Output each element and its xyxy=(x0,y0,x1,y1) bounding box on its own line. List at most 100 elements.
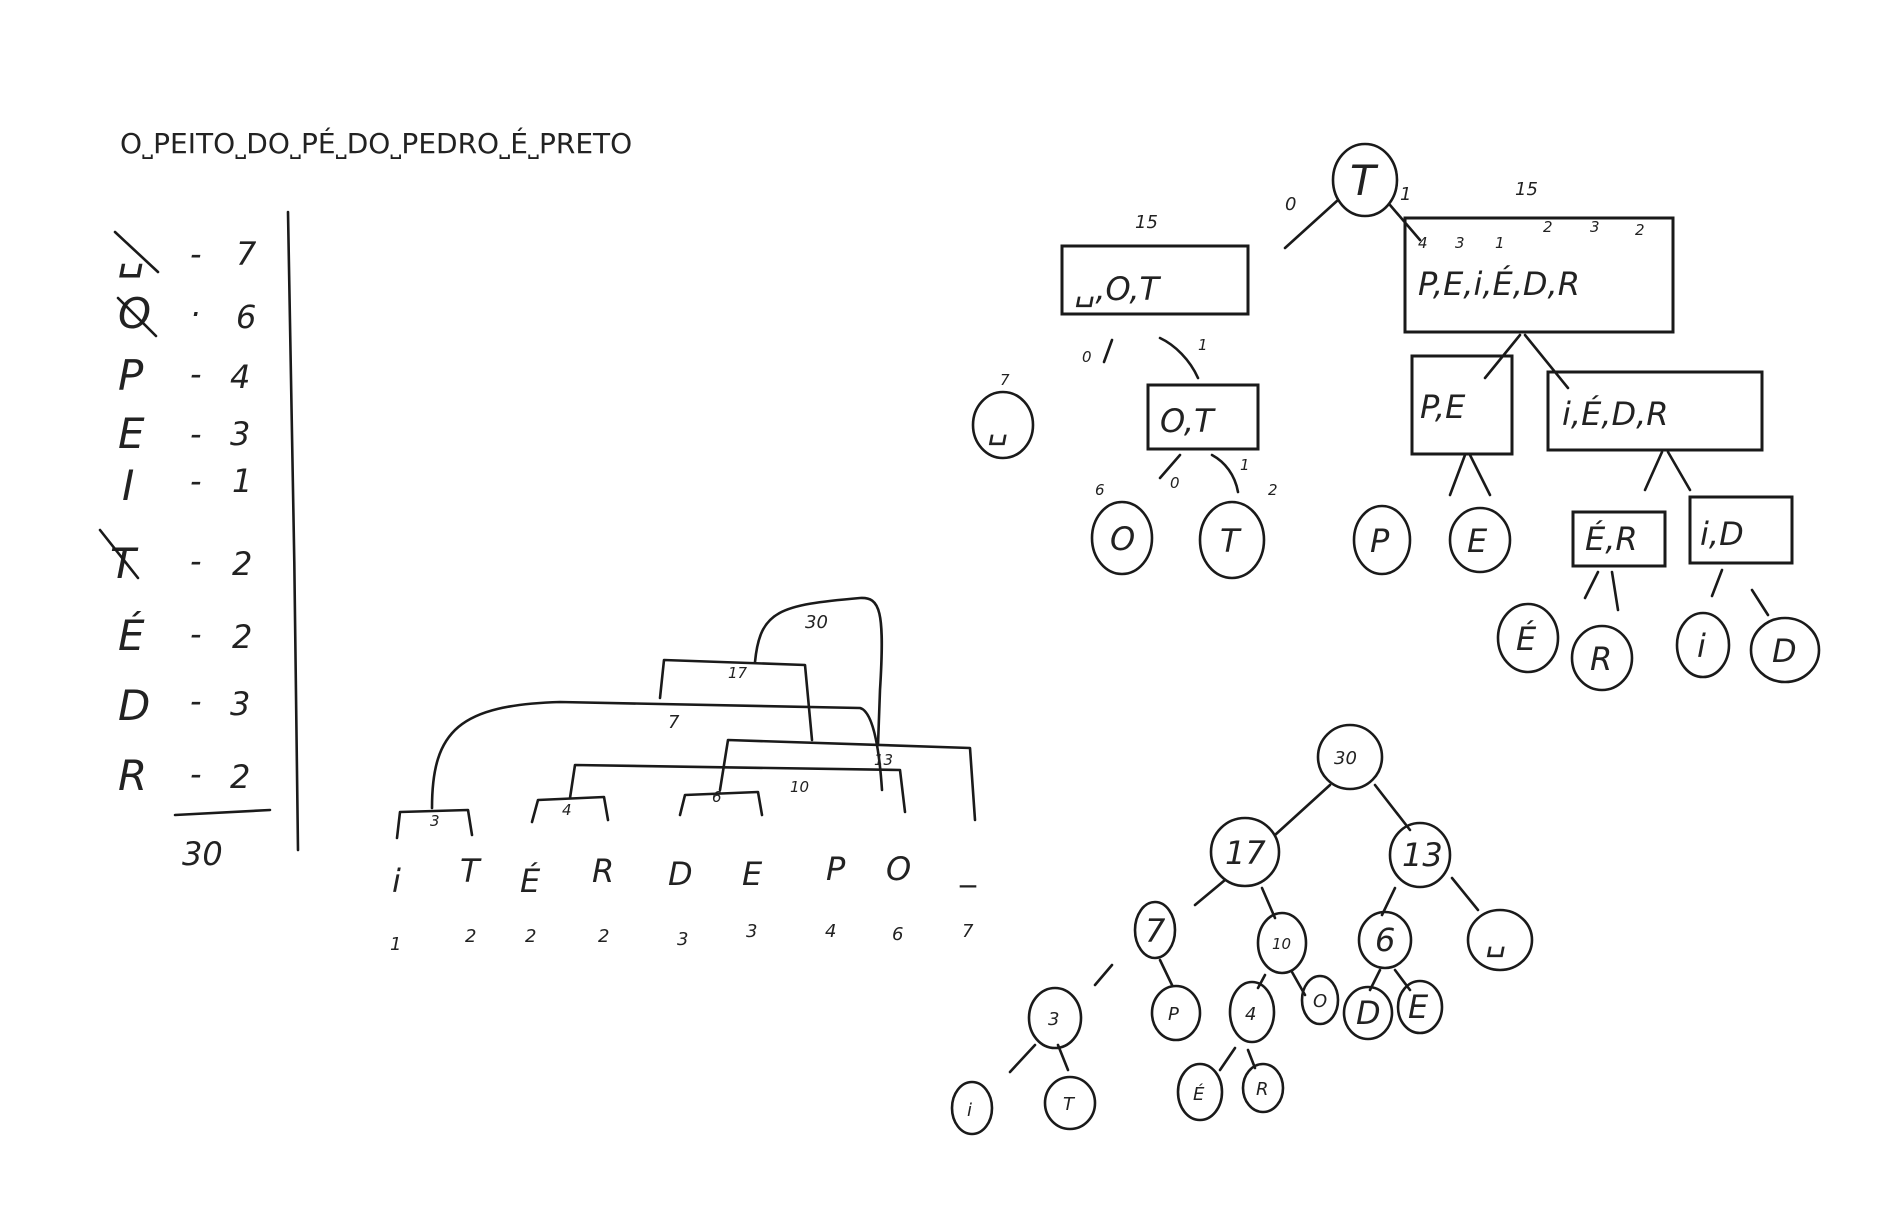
svg-text:-: - xyxy=(190,755,202,793)
huffman-node-label: 30 xyxy=(1334,748,1357,769)
box-weight: 3 xyxy=(1590,218,1600,236)
freq-symbol-r: R xyxy=(118,751,147,800)
edge xyxy=(1380,886,1397,917)
edge xyxy=(1246,1048,1257,1070)
sorted-symbol: O xyxy=(886,850,911,888)
split-box xyxy=(1060,244,1250,316)
huffman-node xyxy=(1342,985,1394,1041)
huffman-node-label: i xyxy=(967,1100,972,1121)
freq-count-r: 2 xyxy=(230,758,250,796)
huffman-node xyxy=(1357,910,1413,970)
split-box xyxy=(1546,370,1764,452)
edge xyxy=(1450,876,1480,912)
huffman-node-label: 13 xyxy=(1402,836,1443,874)
huffman-node xyxy=(1300,974,1340,1026)
svg-text:-: - xyxy=(190,415,202,453)
sorted-symbol: i xyxy=(392,862,401,900)
split-box xyxy=(1146,383,1260,451)
split-leaf-label: D xyxy=(1772,632,1797,670)
sorted-count: 1 xyxy=(390,934,401,955)
edge-label: 0 xyxy=(1285,194,1296,215)
sorted-count: 6 xyxy=(892,924,903,945)
freq-count-p: 4 xyxy=(230,358,250,396)
sorted-count: 2 xyxy=(598,926,609,947)
split-leaf-node xyxy=(1198,500,1266,580)
edge xyxy=(1468,453,1492,497)
freq-count-eacute: 2 xyxy=(232,618,252,656)
edge xyxy=(1102,338,1114,364)
edge xyxy=(1056,1043,1070,1072)
merge-label: 13 xyxy=(874,751,893,769)
split-leaf-label: E xyxy=(1467,522,1488,560)
svg-text:-: - xyxy=(190,682,202,720)
svg-text:-: - xyxy=(190,462,202,500)
svg-text:·: · xyxy=(190,295,200,333)
split-leaf-label: ␣ xyxy=(988,408,1008,446)
huffman-node-label: 3 xyxy=(1048,1009,1059,1030)
freq-count-i: 1 xyxy=(232,462,252,500)
table-divider xyxy=(286,210,300,852)
split-root-node xyxy=(1331,142,1399,218)
huffman-node-label: 6 xyxy=(1375,921,1395,959)
box-weight: 2 xyxy=(1635,221,1645,239)
edge-label: 1 xyxy=(1240,456,1250,474)
huffman-node-label: O xyxy=(1313,991,1327,1012)
edge xyxy=(1666,450,1692,492)
edge xyxy=(1283,198,1340,250)
huffman-node xyxy=(1466,908,1534,972)
sorted-symbol: _ xyxy=(959,850,977,888)
split-leaf-label: É xyxy=(1516,620,1537,658)
merge-bracket xyxy=(658,658,814,742)
merge-bracket xyxy=(753,596,884,747)
huffman-node-label: T xyxy=(1063,1094,1076,1115)
split-leaf-node xyxy=(1352,504,1412,576)
split-box xyxy=(1688,495,1794,565)
huffman-node xyxy=(1027,986,1083,1050)
huffman-node-label: ␣ xyxy=(1486,920,1506,958)
edge-label: 1 xyxy=(1400,184,1411,205)
edge xyxy=(1158,336,1200,380)
merge-label: 30 xyxy=(805,612,828,633)
split-leaf-node xyxy=(1090,500,1154,576)
edge xyxy=(1273,783,1332,837)
edge xyxy=(1093,963,1114,987)
huffman-node xyxy=(1176,1062,1224,1122)
merge-label: 17 xyxy=(728,664,748,682)
split-box xyxy=(1403,216,1675,334)
edge xyxy=(1373,783,1412,832)
merge-label: 10 xyxy=(790,778,809,796)
sorted-symbols: i T É R D E P O _ 1 2 2 2 3 3 4 6 7 3 4 … xyxy=(390,596,977,955)
huffman-node xyxy=(1388,821,1452,889)
split-leaf-node xyxy=(1496,602,1560,674)
merge-bracket xyxy=(678,790,764,817)
box-weight: 2 xyxy=(1543,218,1553,236)
split-leaf-label: P xyxy=(1370,522,1390,560)
merge-bracket xyxy=(718,738,977,822)
sorted-count: 2 xyxy=(525,926,536,947)
freq-symbol-space: ␣ xyxy=(118,229,145,278)
freq-count-d: 3 xyxy=(230,685,250,723)
strike-mark xyxy=(98,528,140,580)
split-leaf-node xyxy=(1749,616,1821,684)
svg-text:-: - xyxy=(190,542,202,580)
strike-mark xyxy=(113,230,160,274)
phrase-text: O˽PEITO˽DO˽PÉ˽DO˽PEDRO˽É˽PRETO xyxy=(120,126,632,160)
edge-label: 0 xyxy=(1082,348,1092,366)
leaf-weight: 7 xyxy=(1000,371,1010,389)
edge-label: 1 xyxy=(1198,336,1208,354)
merge-label: 4 xyxy=(562,801,572,819)
split-leaf-node xyxy=(1570,624,1634,692)
split-leaf-label: R xyxy=(1590,640,1612,678)
frequency-table: ␣ - 7 O · 6 P - 4 E - 3 I - 1 T - 2 É - … xyxy=(98,210,300,873)
split-box-label: ␣,O,T xyxy=(1075,270,1162,308)
freq-count-e: 3 xyxy=(230,415,250,453)
merge-label: 7 xyxy=(668,712,680,733)
leaf-weight: 2 xyxy=(1268,481,1278,499)
huffman-node-label: D xyxy=(1356,994,1381,1032)
split-box-label: O,T xyxy=(1160,402,1216,440)
edge xyxy=(1158,453,1182,480)
sorted-symbol: D xyxy=(668,855,693,893)
subtree-sum: 15 xyxy=(1135,212,1158,233)
split-leaf-label: T xyxy=(1220,522,1242,560)
huffman-node xyxy=(1133,900,1177,960)
